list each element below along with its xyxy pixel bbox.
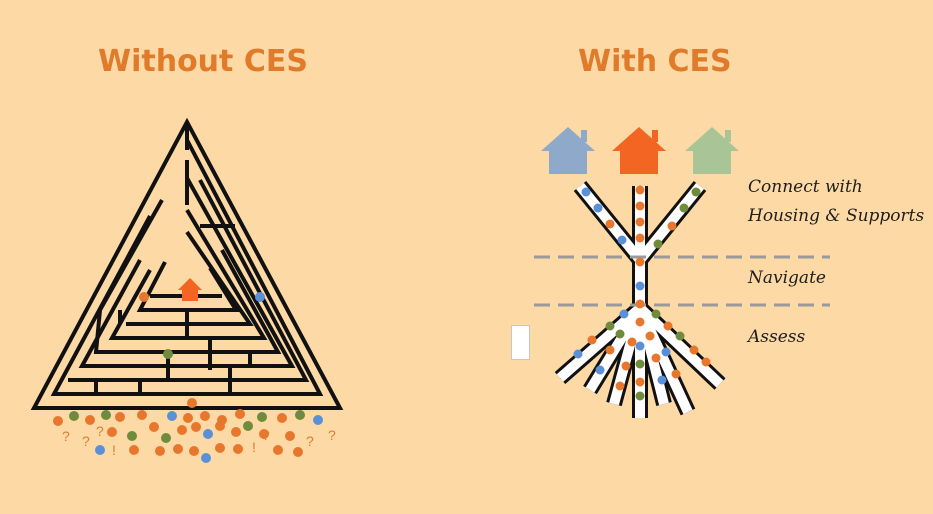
crowd-dots xyxy=(53,409,323,463)
svg-text:?: ? xyxy=(306,433,314,449)
house-orange-icon xyxy=(612,127,666,174)
dot-orange xyxy=(139,292,149,302)
dot-orange xyxy=(187,398,197,408)
svg-text:?: ? xyxy=(262,427,270,443)
dot-blue xyxy=(255,292,265,302)
svg-text:?: ? xyxy=(96,423,104,439)
blank-marker xyxy=(511,325,530,360)
stage-connect-label: Connect with Housing & Supports xyxy=(748,177,925,226)
house-blue-icon xyxy=(541,127,595,174)
svg-text:?: ? xyxy=(328,427,336,443)
stage-assess-label: Assess xyxy=(748,327,806,347)
house-green-icon xyxy=(685,127,739,174)
title-without-ces: Without CES xyxy=(98,44,308,79)
funnel-dots xyxy=(573,185,711,401)
dot-green xyxy=(163,349,173,359)
stage-navigate-label: Navigate xyxy=(748,268,826,288)
title-with-ces: With CES xyxy=(578,44,732,79)
maze xyxy=(30,117,344,410)
svg-text:!: ! xyxy=(112,442,116,458)
house-maze-icon xyxy=(178,278,202,301)
svg-text:?: ? xyxy=(62,428,70,444)
svg-text:!: ! xyxy=(252,439,256,455)
crowd-marks: ? ? ? ! ! ? ? ? xyxy=(62,423,336,458)
svg-text:?: ? xyxy=(82,433,90,449)
